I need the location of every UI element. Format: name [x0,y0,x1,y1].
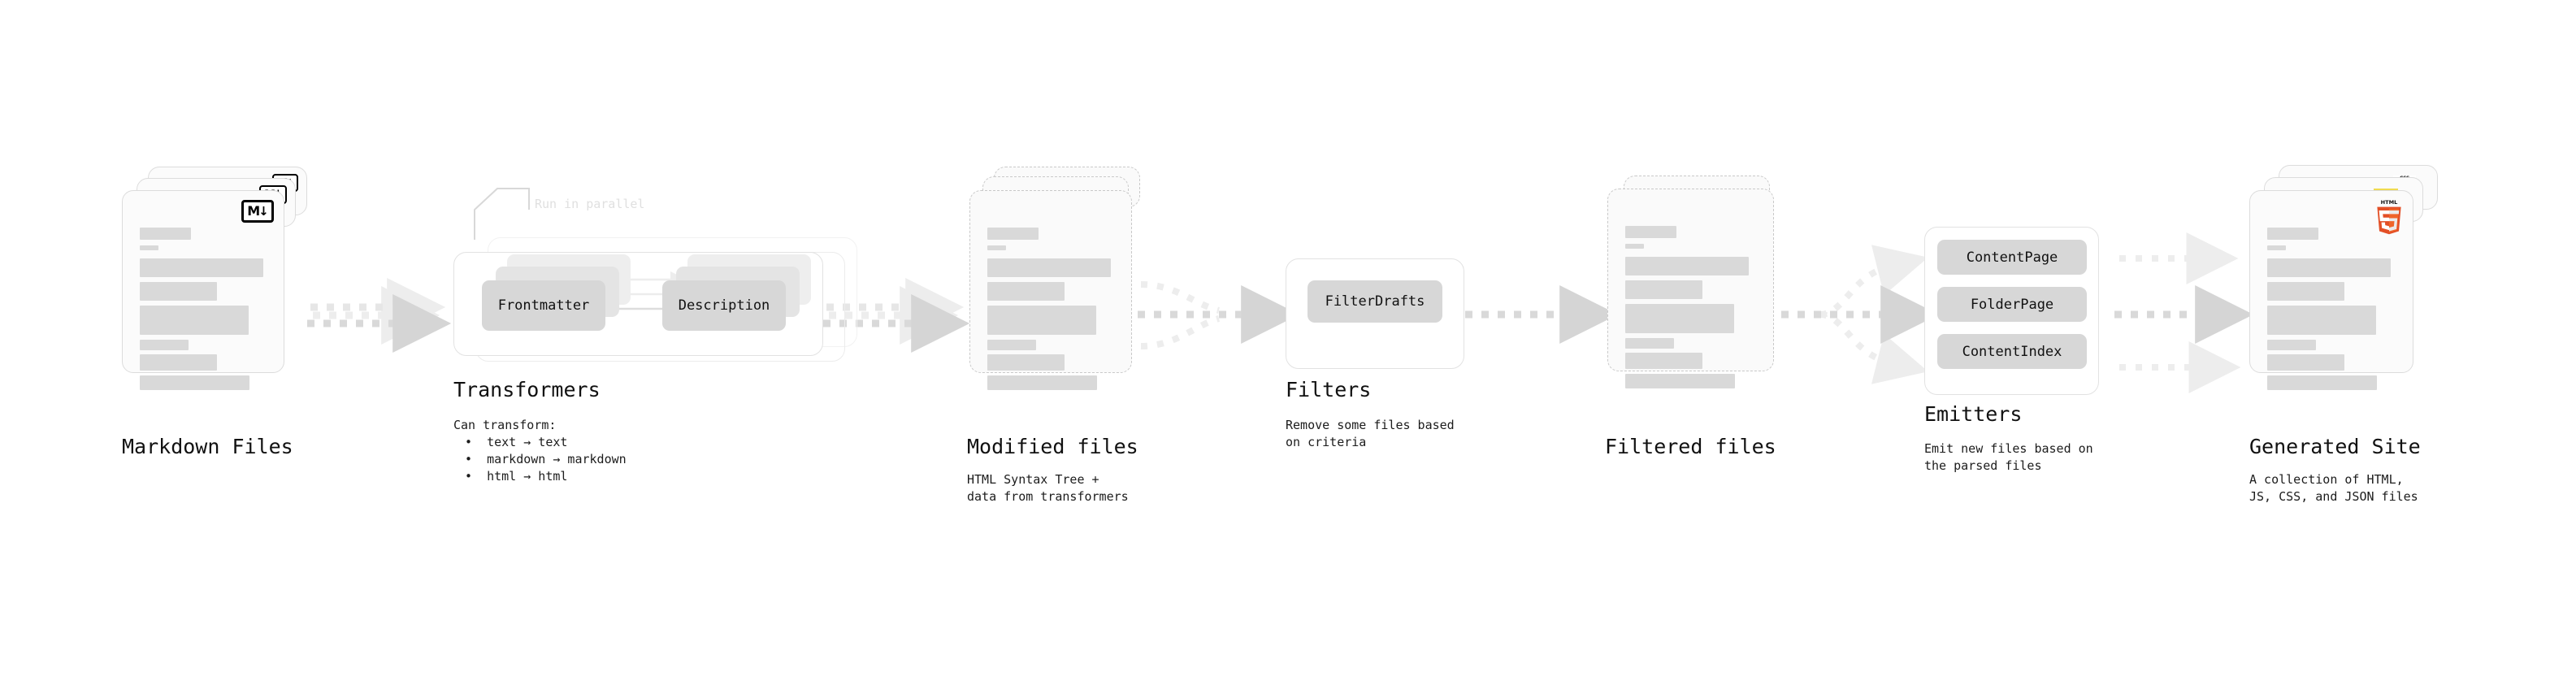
markdown-card-content [123,191,284,390]
content-bar [2267,340,2316,350]
stage-title-generated-site: Generated Site [2249,435,2421,458]
connector-emitters-to-site [2114,232,2254,393]
content-bar [140,282,217,301]
emitter-node-contentindex-label: ContentIndex [1962,343,2062,360]
modified-files-description: HTML Syntax Tree + data from transformer… [967,472,1129,504]
transformer-node-frontmatter[interactable]: Frontmatter [482,280,605,331]
stage-filtered-files: Filtered files [0,0,1776,681]
modified-card-front[interactable] [969,190,1132,390]
content-bar [1625,304,1734,333]
stage-title-emitters: Emitters [1924,402,2023,426]
content-bar [140,245,158,250]
emitter-node-folderpage-label: FolderPage [1970,296,2054,313]
filters-description: Remove some files based on criteria [1286,418,1455,449]
content-bar [140,306,249,335]
content-bar [987,258,1111,277]
content-bar [1625,226,1676,238]
emitter-node-contentpage-label: ContentPage [1966,249,2058,266]
run-in-parallel-label: Run in parallel [535,197,645,211]
content-bar [2267,228,2318,240]
content-bar [1625,280,1702,299]
site-card-front[interactable]: HTML [2249,190,2413,390]
content-bar [2267,375,2377,390]
stage-filters: FilterDrafts Filters Remove some files b… [0,0,1464,681]
content-bar [2267,245,2286,250]
connector-filtered-to-emitters [1781,245,1940,384]
stage-emitters: ContentPage FolderPage ContentIndex Emit… [0,0,2099,681]
content-bar [987,228,1039,240]
content-bar [2267,282,2344,301]
transformers-bullet-item: html → html [465,468,627,485]
stage-title-transformers: Transformers [453,378,601,401]
transformers-description-heading: Can transform: [453,418,557,432]
filter-node-filterdrafts[interactable]: FilterDrafts [1308,280,1442,323]
connector-modified-to-filters [1138,281,1300,349]
stage-title-modified-files: Modified files [967,435,1138,458]
transformers-description: Can transform: text → text markdown → ma… [453,417,627,485]
content-bar [1625,353,1702,369]
transformers-bullet-item: markdown → markdown [465,451,627,468]
content-bar [1625,257,1749,275]
stage-markdown-files: M↓ M↓ M↓ [0,0,325,681]
stage-title-filters: Filters [1286,378,1372,401]
emitter-node-contentpage[interactable]: ContentPage [1937,240,2087,275]
content-bar [1625,374,1735,388]
transformer-node-description-label: Description [678,297,770,314]
stage-modified-files: Modified files HTML Syntax Tree + data f… [0,0,1140,681]
stage-transformers: Run in parallel Frontmatter Description … [0,0,857,681]
content-bar [987,306,1096,335]
filter-node-filterdrafts-label: FilterDrafts [1325,293,1425,310]
html5-icon: HTML [2377,199,2401,235]
content-bar [140,375,249,390]
transformer-node-description[interactable]: Description [662,280,786,331]
content-bar [987,282,1065,301]
content-bar [987,340,1036,350]
stage-generated-site: CSS HTML [0,0,2438,681]
emitter-node-folderpage[interactable]: FolderPage [1937,287,2087,322]
transformers-bullet-list: text → text markdown → markdown html → h… [453,434,627,485]
site-card-content [2250,191,2413,390]
svg-text:HTML: HTML [2381,199,2398,206]
markdown-badge-front: M↓ [241,200,274,223]
transformer-node-frontmatter-label: Frontmatter [497,297,590,314]
generated-site-description: A collection of HTML, JS, CSS, and JSON … [2249,472,2418,504]
content-bar [140,354,217,371]
content-bar [2267,354,2344,371]
content-bar [987,375,1097,390]
filtered-card-content [1608,189,1773,388]
content-bar [2267,306,2376,335]
emitters-description: Emit new files based on the parsed files [1924,441,2093,473]
content-bar [140,340,189,350]
content-bar [987,245,1006,250]
stage-title-filtered-files: Filtered files [1605,435,1776,458]
transformers-bullet-item: text → text [465,434,627,451]
markdown-badge-letter: M [247,203,260,219]
content-bar [987,354,1065,371]
content-bar [1625,338,1674,349]
content-bar [1625,244,1644,249]
markdown-card-front[interactable]: M↓ [122,190,284,390]
content-bar [140,228,191,240]
content-bar [140,258,263,277]
content-bar [2267,258,2391,277]
markdown-badge-arrow: ↓ [258,203,269,219]
modified-card-content [970,191,1131,390]
stage-title-markdown-files: Markdown Files [122,435,293,458]
emitter-node-contentindex[interactable]: ContentIndex [1937,334,2087,369]
filtered-card-front[interactable] [1607,189,1774,388]
